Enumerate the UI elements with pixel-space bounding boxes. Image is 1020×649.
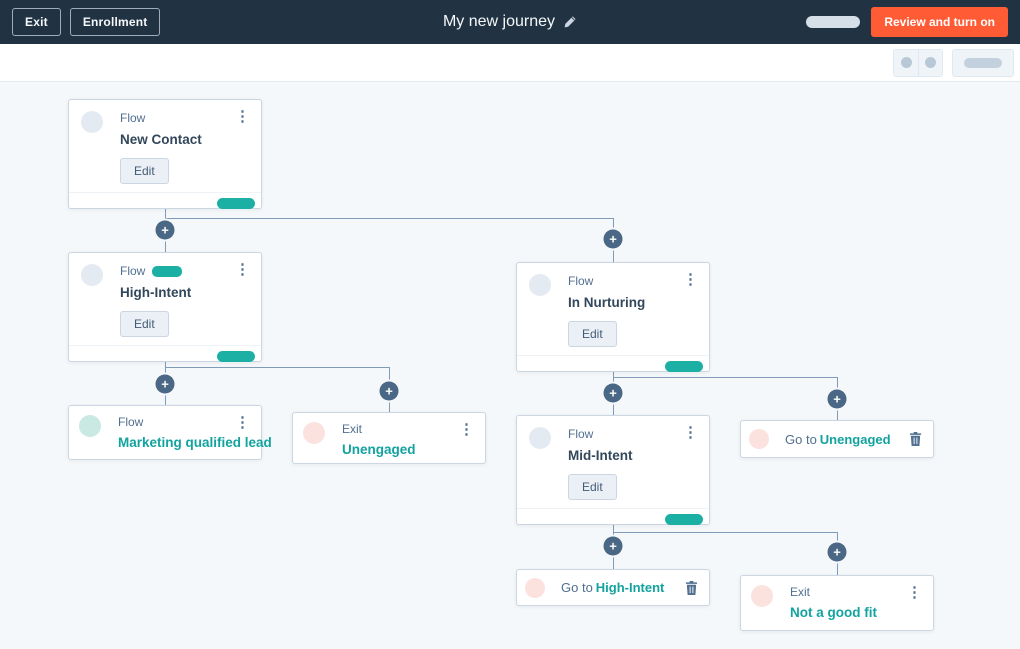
kebab-menu-icon[interactable]: ⋮ <box>683 424 698 441</box>
node-footer <box>517 355 709 376</box>
exit-node-icon <box>303 422 325 444</box>
add-step-button[interactable]: + <box>379 381 399 401</box>
edit-title-pencil-icon[interactable] <box>563 15 577 29</box>
node-footer <box>69 192 261 213</box>
trash-icon[interactable] <box>909 432 922 446</box>
node-title: Mid-Intent <box>568 448 633 463</box>
header-skeleton-pill <box>806 16 861 28</box>
edit-button[interactable]: Edit <box>568 321 617 347</box>
node-footer <box>517 508 709 529</box>
connector-line <box>613 377 838 378</box>
status-badge <box>217 350 255 362</box>
placeholder-icon <box>900 57 912 68</box>
node-type-label: Flow <box>120 111 146 125</box>
flow-node-icon <box>529 427 551 449</box>
flow-node-icon <box>81 264 103 286</box>
toolbar-icon-button-2[interactable] <box>918 49 942 76</box>
node-type-label: Flow <box>118 415 144 429</box>
connector-line <box>165 367 390 368</box>
edit-button[interactable]: Edit <box>568 474 617 500</box>
canvas-toolbar <box>0 44 1020 82</box>
flow-node-icon <box>81 111 103 133</box>
status-badge <box>665 513 703 525</box>
add-step-button[interactable]: + <box>155 374 175 394</box>
zoom-button-group <box>893 48 943 77</box>
node-exit-not-a-good-fit[interactable]: Exit Not a good fit ⋮ <box>740 575 934 631</box>
journey-canvas[interactable]: + + + + + + + + Flow New Contact Edit ⋮ … <box>0 82 1020 648</box>
node-new-contact[interactable]: Flow New Contact Edit ⋮ <box>68 99 262 209</box>
flow-node-icon <box>529 274 551 296</box>
node-title: High-Intent <box>120 285 192 300</box>
node-marketing-qualified-lead[interactable]: Flow Marketing qualified lead ⋮ <box>68 405 272 460</box>
goto-target-link[interactable]: Unengaged <box>819 431 891 447</box>
trash-icon[interactable] <box>685 580 698 595</box>
placeholder-icon <box>925 57 936 68</box>
node-type-label: Flow <box>120 264 146 278</box>
kebab-menu-icon[interactable]: ⋮ <box>235 108 250 125</box>
exit-button[interactable]: Exit <box>12 8 61 36</box>
node-title: Not a good fit <box>790 605 877 620</box>
page-title: My new journey <box>442 13 556 30</box>
kebab-menu-icon[interactable]: ⋮ <box>683 271 698 288</box>
goto-node-icon <box>525 577 545 598</box>
add-step-button[interactable]: + <box>827 542 847 562</box>
toolbar-icon-button-1[interactable] <box>894 49 918 76</box>
node-title: Unengaged <box>342 442 416 457</box>
connector-line <box>613 532 838 533</box>
add-step-button[interactable]: + <box>603 383 623 403</box>
kebab-menu-icon[interactable]: ⋮ <box>235 414 250 431</box>
kebab-menu-icon[interactable]: ⋮ <box>459 421 474 438</box>
flow-node-icon <box>79 415 101 437</box>
header-right-actions: Review and turn on <box>806 7 1008 37</box>
add-step-button[interactable]: + <box>827 389 847 409</box>
node-type-label: Exit <box>790 585 811 599</box>
goto-target-link[interactable]: High-Intent <box>595 580 665 595</box>
kebab-menu-icon[interactable]: ⋮ <box>907 584 922 601</box>
add-step-button[interactable]: + <box>155 220 175 240</box>
top-header: Exit Enrollment My new journey Review an… <box>0 0 1020 44</box>
status-badge <box>665 360 703 372</box>
review-and-turn-on-button[interactable]: Review and turn on <box>871 7 1008 37</box>
connector-line <box>165 218 614 219</box>
node-footer <box>69 345 261 366</box>
goto-node-icon <box>749 429 769 449</box>
node-title: In Nurturing <box>568 295 646 310</box>
exit-node-icon <box>751 585 773 607</box>
kebab-menu-icon[interactable]: ⋮ <box>235 261 250 278</box>
enrollment-button[interactable]: Enrollment <box>69 8 161 36</box>
edit-button[interactable]: Edit <box>120 311 169 337</box>
node-in-nurturing[interactable]: Flow In Nurturing Edit ⋮ <box>516 262 710 372</box>
node-exit-unengaged[interactable]: Exit Unengaged ⋮ <box>292 412 486 464</box>
node-type-label: Flow <box>568 274 594 288</box>
node-title: New Contact <box>120 132 202 147</box>
add-step-button[interactable]: + <box>603 536 623 556</box>
toolbar-wide-button[interactable] <box>952 48 1014 77</box>
node-type-label: Exit <box>342 422 363 436</box>
add-step-button[interactable]: + <box>603 229 623 249</box>
node-type-label: Flow <box>568 427 594 441</box>
node-mid-intent[interactable]: Flow Mid-Intent Edit ⋮ <box>516 415 710 525</box>
node-high-intent[interactable]: Flow High-Intent Edit ⋮ <box>68 252 262 362</box>
placeholder-label <box>964 57 1002 68</box>
status-badge <box>217 197 255 209</box>
edit-button[interactable]: Edit <box>120 158 169 184</box>
status-badge <box>152 265 183 277</box>
node-title: Marketing qualified lead <box>118 435 272 450</box>
